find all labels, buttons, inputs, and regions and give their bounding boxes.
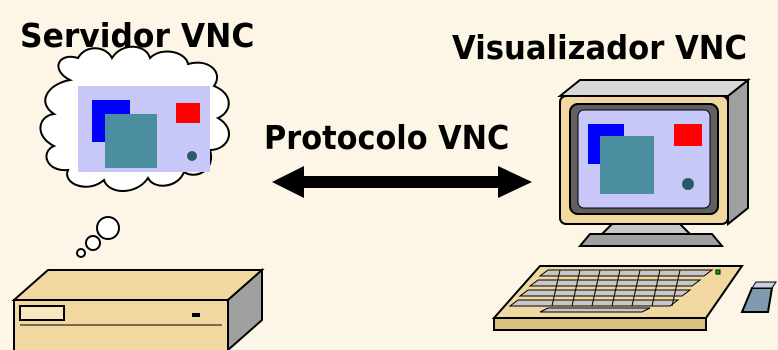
server-box-icon <box>11 267 265 350</box>
red-square <box>176 103 200 123</box>
monitor-icon <box>557 77 751 247</box>
thought-cloud-icon <box>39 45 230 258</box>
viewer-title: Visualizador VNC <box>452 28 748 67</box>
dot <box>187 151 197 161</box>
keyboard-icon <box>491 265 744 331</box>
server-title: Servidor VNC <box>20 16 255 55</box>
protocol-label: Protocolo VNC <box>264 118 510 157</box>
dot <box>682 178 694 190</box>
red-square <box>674 124 702 146</box>
teal-square <box>105 114 157 168</box>
teal-square <box>600 136 654 194</box>
mouse-icon <box>740 281 777 313</box>
double-arrow-icon <box>272 166 532 198</box>
